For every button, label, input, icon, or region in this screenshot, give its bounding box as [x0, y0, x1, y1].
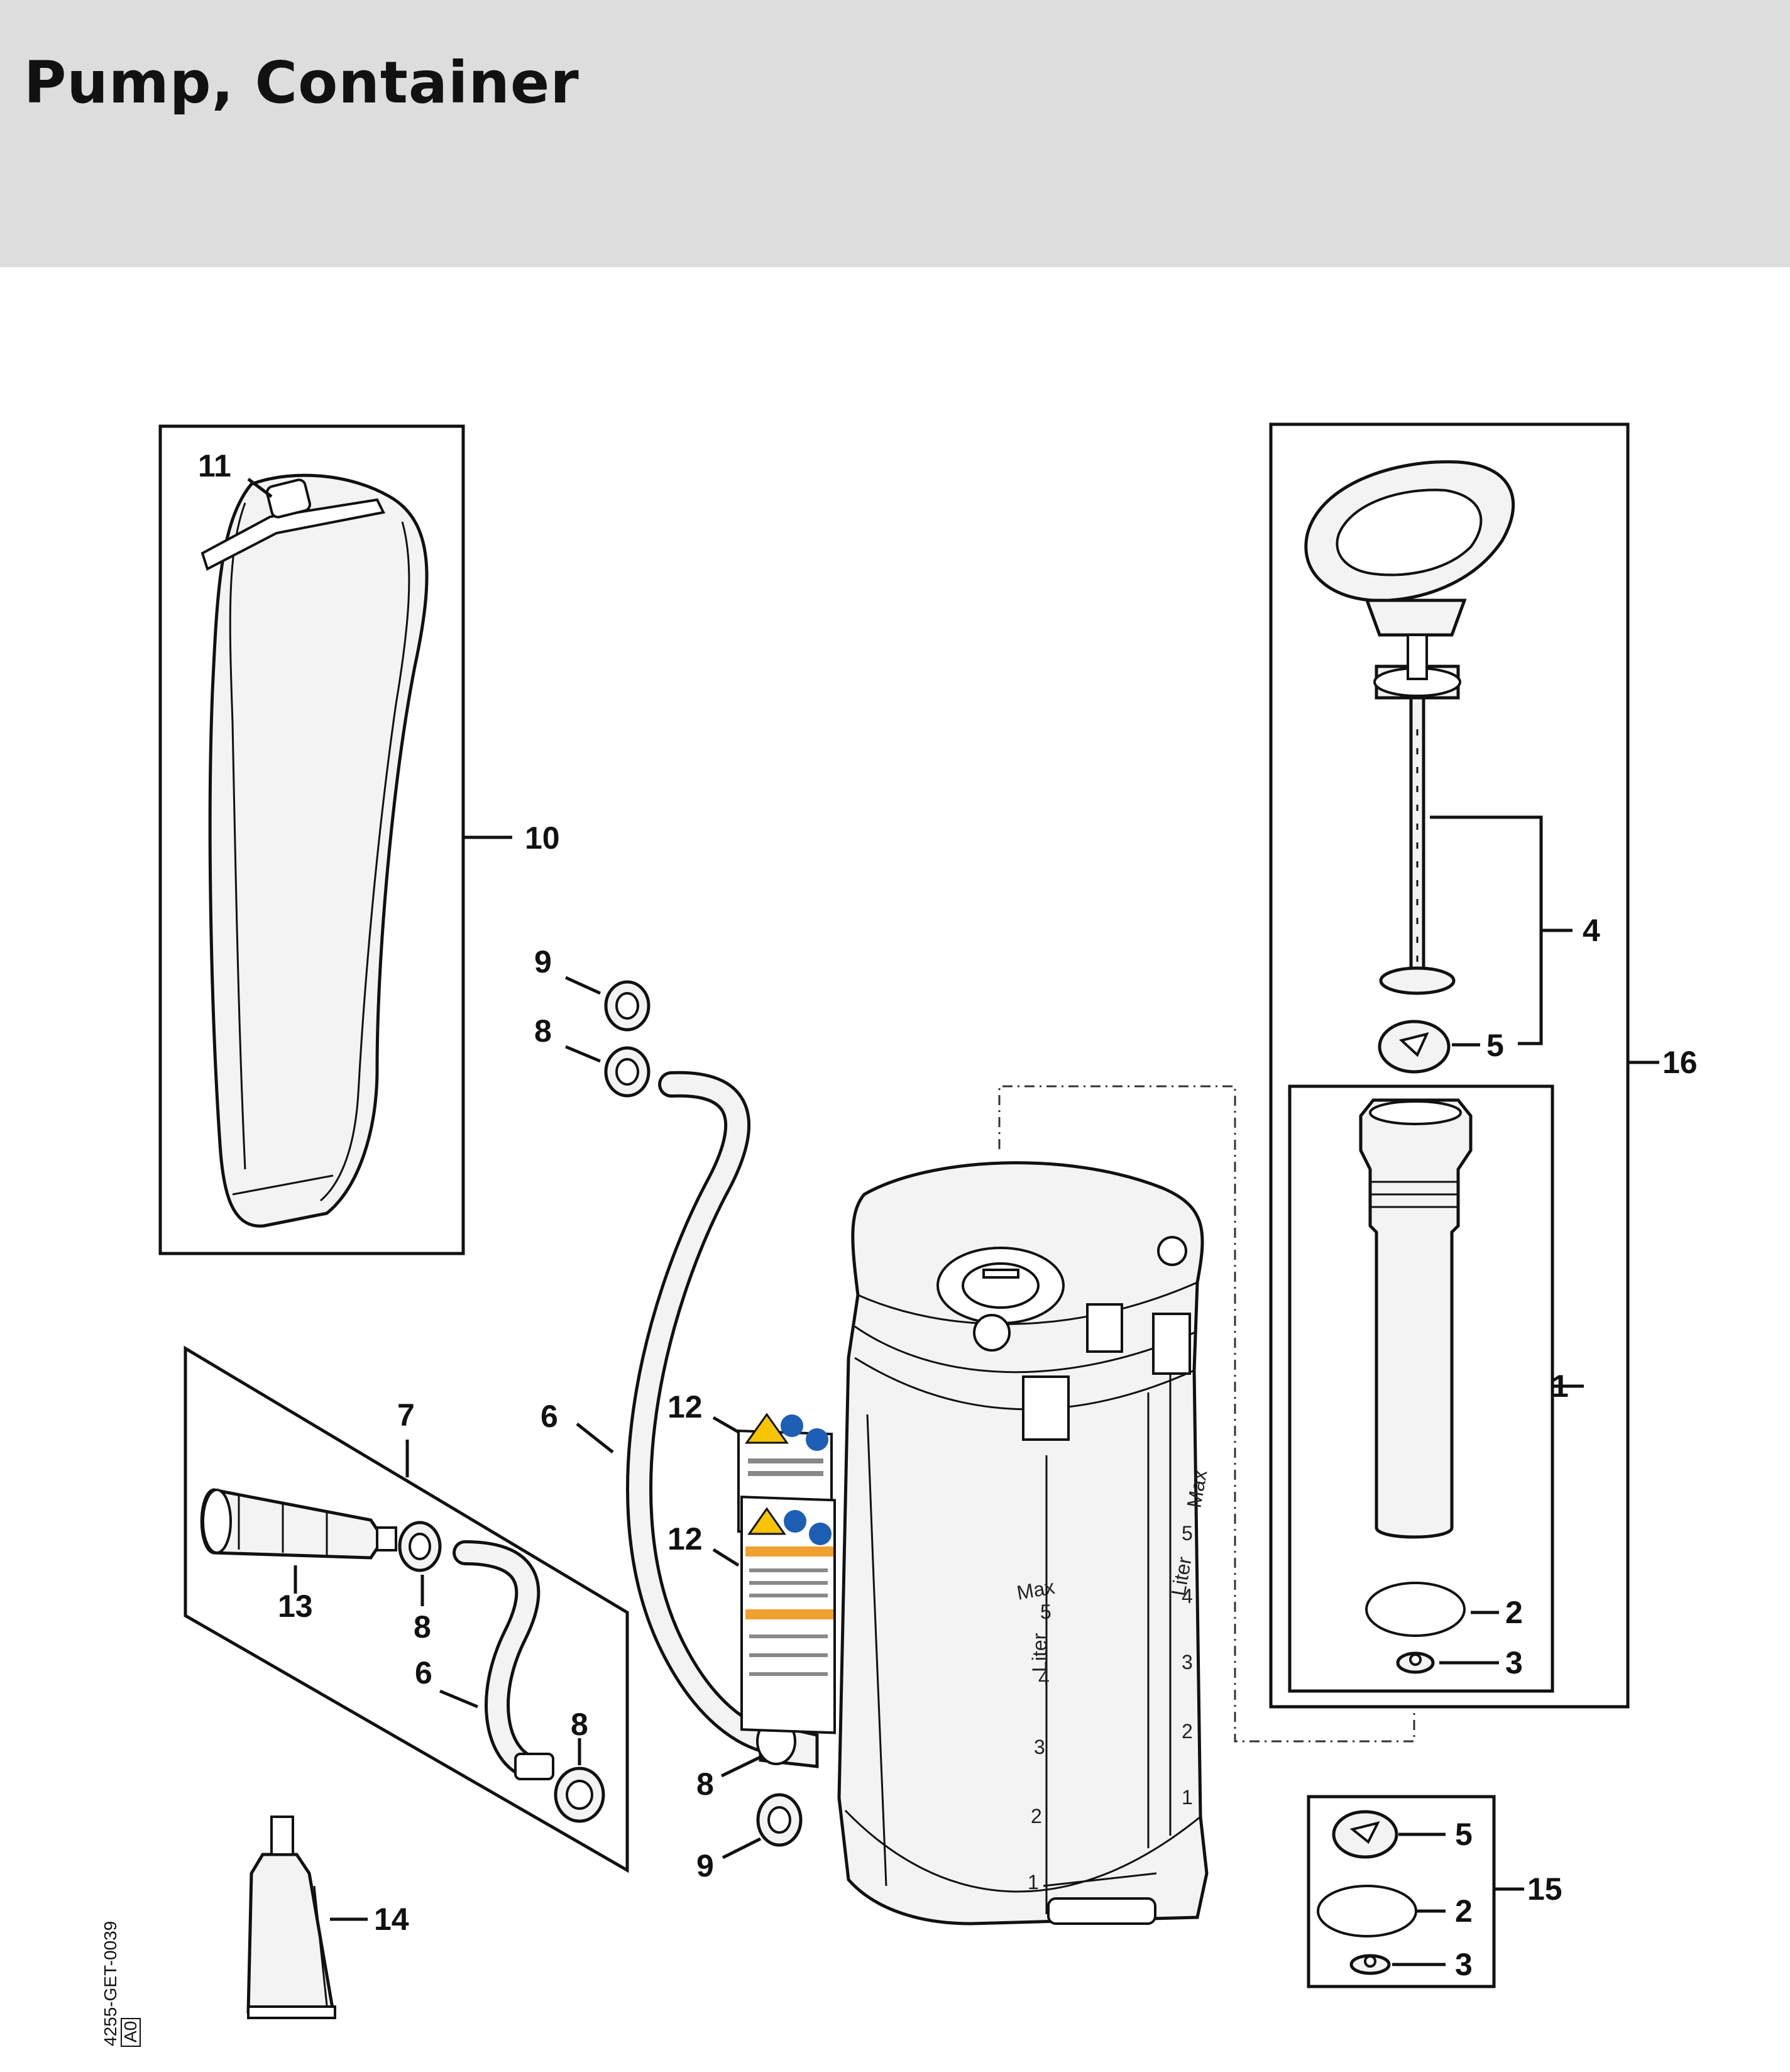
seal-kit-frame	[1307, 1795, 1496, 1988]
pump-handle-part-4[interactable]	[1304, 460, 1515, 995]
callout-5-kit: 5	[1455, 1817, 1473, 1852]
callout-3-pump: 3	[1505, 1645, 1523, 1680]
callout-14: 14	[374, 1902, 409, 1937]
svg-text:1: 1	[1182, 1786, 1193, 1809]
svg-text:4: 4	[1038, 1667, 1050, 1689]
callout-4: 4	[1583, 913, 1600, 948]
pump-cylinder-part-1[interactable]	[1359, 1098, 1473, 1539]
o-ring-part-2-pump[interactable]	[1365, 1582, 1466, 1637]
callout-12-b: 12	[667, 1521, 703, 1557]
callout-8-kit-a: 8	[414, 1609, 431, 1645]
strap-frame	[158, 424, 465, 1255]
callout-8-bottom: 8	[696, 1766, 714, 1802]
callout-6-kit: 6	[415, 1655, 432, 1690]
filter-part-13[interactable]	[200, 1488, 397, 1560]
callout-11: 11	[198, 448, 231, 483]
carrying-strap-part[interactable]	[200, 473, 429, 1228]
hose-part-6-main[interactable]	[626, 1071, 783, 1755]
pump-assembly-frame	[1269, 422, 1630, 1709]
seal-part-5-pump[interactable]	[1378, 1020, 1451, 1074]
callout-8-kit-b: 8	[571, 1707, 588, 1742]
warning-label-part-12-large[interactable]	[740, 1496, 836, 1734]
svg-text:3: 3	[1034, 1736, 1045, 1758]
callout-9-bottom: 9	[696, 1848, 714, 1883]
svg-text:5: 5	[1182, 1522, 1193, 1545]
seal-part-5-kit[interactable]	[1332, 1810, 1398, 1859]
callout-15: 15	[1527, 1871, 1562, 1907]
volume-scale-right: Max 5 4 3 2 1 Liter	[1167, 1468, 1211, 1809]
callout-8-top: 8	[534, 1013, 552, 1049]
callout-16: 16	[1662, 1045, 1698, 1080]
grease-tube-part-14[interactable]	[246, 1816, 336, 2019]
callout-5-pump: 5	[1486, 1028, 1504, 1063]
union-nut-part-8-kit-b[interactable]	[554, 1766, 605, 1823]
valve-part-3-pump[interactable]	[1396, 1651, 1435, 1674]
svg-text:5: 5	[1040, 1601, 1051, 1623]
svg-text:A0: A0	[121, 2021, 140, 2042]
callout-10: 10	[525, 820, 560, 856]
volume-scale-left: Max 5 4 3 2 1 Liter	[1015, 1575, 1057, 1893]
svg-text:4255-GET-0039: 4255-GET-0039	[101, 1921, 120, 2046]
svg-text:1: 1	[1028, 1871, 1039, 1893]
callout-13: 13	[278, 1589, 313, 1624]
spray-kit-frame	[184, 1345, 629, 1873]
svg-text:2: 2	[1031, 1805, 1042, 1827]
union-nut-part-9-top[interactable]	[604, 980, 651, 1032]
svg-text:3: 3	[1182, 1651, 1193, 1673]
callout-labels: 1 2 3 4 5 6 6 7 8 8 8 8 9 9 10 11 12 12 …	[198, 448, 1698, 1982]
container-body[interactable]	[837, 1161, 1209, 1926]
o-ring-part-2-kit[interactable]	[1317, 1885, 1417, 1937]
callout-9-top: 9	[534, 944, 552, 979]
callout-2-kit: 2	[1455, 1893, 1473, 1929]
union-nut-part-8-kit-a[interactable]	[398, 1521, 442, 1572]
page-title: Pump, Container	[24, 49, 579, 116]
drawing-code: 4255-GET-0039 A0	[101, 1921, 141, 2047]
callout-1: 1	[1551, 1369, 1569, 1404]
svg-text:2: 2	[1182, 1720, 1193, 1743]
valve-part-3-kit[interactable]	[1349, 1954, 1391, 1975]
callout-6-main: 6	[541, 1399, 558, 1434]
union-nut-part-9-bottom[interactable]	[756, 1793, 803, 1847]
callout-7: 7	[397, 1397, 415, 1433]
svg-text:Liter: Liter	[1028, 1633, 1051, 1672]
union-nut-part-8-top[interactable]	[604, 1046, 651, 1098]
page-header: Pump, Container	[0, 0, 1790, 267]
callout-12-a: 12	[667, 1389, 703, 1425]
hose-part-6-kit[interactable]	[453, 1540, 554, 1780]
callout-2-pump: 2	[1505, 1595, 1523, 1630]
callout-3-kit: 3	[1455, 1947, 1473, 1982]
svg-text:4: 4	[1182, 1585, 1193, 1607]
